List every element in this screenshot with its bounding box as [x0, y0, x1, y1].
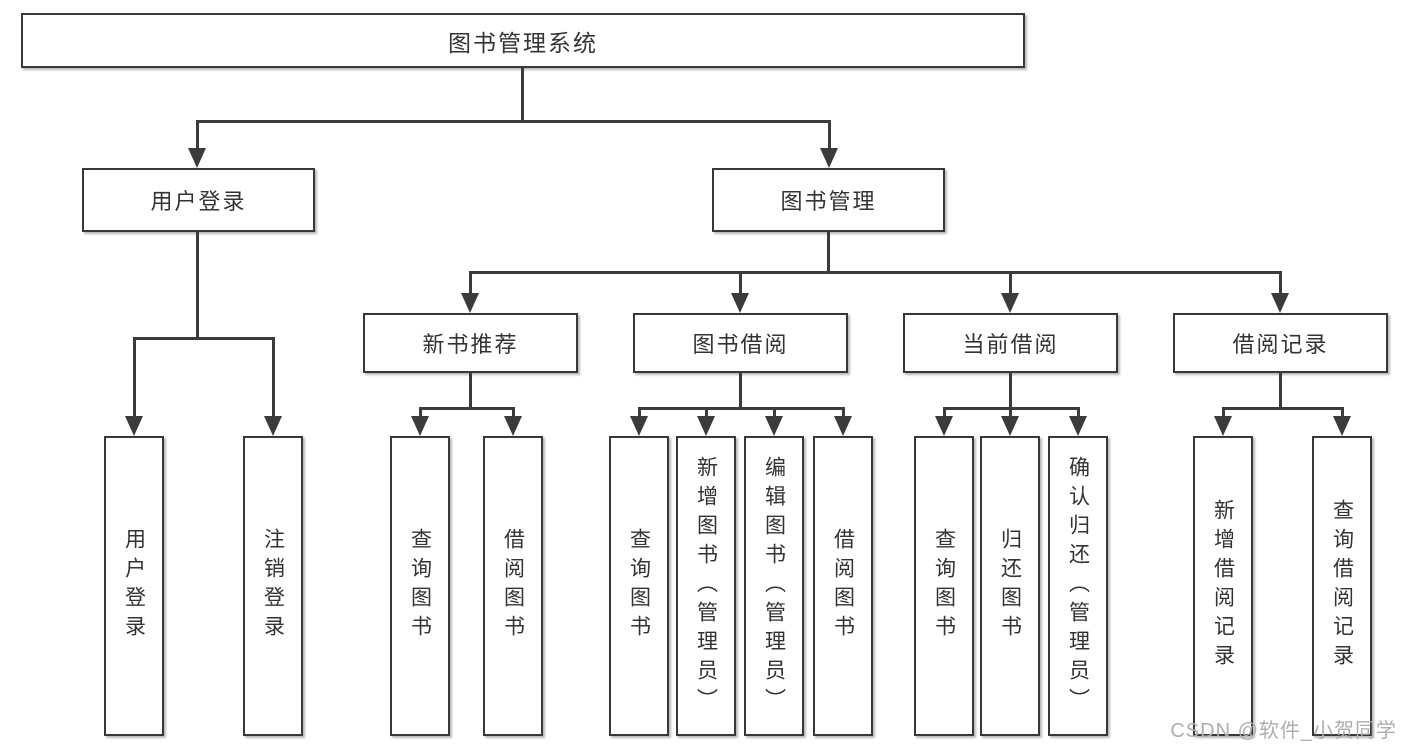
- node-book-management-label: 图书管理: [780, 189, 877, 214]
- leaf-confirm-return-admin-label: 确认归还（管理员）: [1066, 455, 1090, 717]
- arrow-down-icon: [411, 416, 429, 436]
- connector-line: [943, 407, 1080, 410]
- connector-line: [773, 407, 776, 418]
- leaf-query-books-current-label: 查询图书: [932, 528, 956, 644]
- connector-line: [638, 407, 641, 418]
- connector-line: [1341, 407, 1344, 418]
- connector-line: [1222, 407, 1225, 418]
- arrow-down-icon: [731, 293, 749, 313]
- node-new-book-recommend-label: 新书推荐: [422, 332, 519, 357]
- connector-line: [469, 271, 1281, 274]
- connector-line: [272, 337, 275, 418]
- arrow-down-icon: [834, 416, 852, 436]
- leaf-query-books-borrowing: 查询图书: [609, 436, 669, 736]
- arrow-down-icon: [765, 416, 783, 436]
- connector-line: [1279, 373, 1282, 409]
- leaf-borrow-books-recommend-label: 借阅图书: [501, 528, 525, 644]
- leaf-edit-book-admin-label: 编辑图书（管理员）: [762, 455, 786, 717]
- arrow-down-icon: [461, 293, 479, 313]
- connector-line: [1279, 271, 1282, 295]
- leaf-query-borrow-record-label: 查询借阅记录: [1330, 499, 1354, 673]
- leaf-confirm-return-admin: 确认归还（管理员）: [1048, 436, 1108, 736]
- arrow-down-icon: [820, 148, 838, 168]
- connector-line: [133, 337, 274, 340]
- leaf-query-books-borrowing-label: 查询图书: [627, 528, 651, 644]
- leaf-query-books-recommend: 查询图书: [390, 436, 450, 736]
- connector-line: [739, 271, 742, 295]
- leaf-borrow-books-borrowing-label: 借阅图书: [831, 528, 855, 644]
- node-library-system: 图书管理系统: [21, 13, 1025, 68]
- node-borrowing-records-label: 借阅记录: [1232, 332, 1329, 357]
- leaf-edit-book-admin: 编辑图书（管理员）: [744, 436, 804, 736]
- connector-line: [196, 120, 830, 123]
- leaf-borrow-books-borrowing: 借阅图书: [813, 436, 873, 736]
- connector-line: [469, 373, 472, 409]
- connector-line: [1222, 407, 1344, 410]
- connector-line: [1009, 373, 1012, 409]
- arrow-down-icon: [1001, 416, 1019, 436]
- watermark: CSDN @软件_小贺同学: [1170, 720, 1397, 742]
- connector-line: [1009, 271, 1012, 295]
- node-user-login-group: 用户登录: [82, 168, 315, 232]
- connector-line: [739, 373, 742, 409]
- arrow-down-icon: [1271, 293, 1289, 313]
- leaf-user-login-label: 用户登录: [122, 528, 146, 644]
- leaf-query-books-current: 查询图书: [914, 436, 974, 736]
- arrow-down-icon: [1214, 416, 1232, 436]
- connector-line: [827, 232, 830, 273]
- connector-line: [943, 407, 946, 418]
- connector-line: [705, 407, 708, 418]
- leaf-return-books-label: 归还图书: [998, 528, 1022, 644]
- arrow-down-icon: [1069, 416, 1087, 436]
- node-current-borrowing: 当前借阅: [903, 313, 1118, 373]
- connector-line: [521, 68, 524, 122]
- arrow-down-icon: [697, 416, 715, 436]
- arrow-down-icon: [504, 416, 522, 436]
- leaf-logout-login: 注销登录: [243, 436, 303, 736]
- node-user-login-group-label: 用户登录: [150, 189, 247, 214]
- arrow-down-icon: [188, 148, 206, 168]
- leaf-add-book-admin: 新增图书（管理员）: [676, 436, 736, 736]
- connector-line: [196, 120, 199, 150]
- connector-line: [828, 120, 831, 150]
- leaf-borrow-books-recommend: 借阅图书: [483, 436, 543, 736]
- node-borrowing-records: 借阅记录: [1173, 313, 1388, 373]
- connector-line: [196, 232, 199, 339]
- leaf-query-books-recommend-label: 查询图书: [408, 528, 432, 644]
- leaf-return-books: 归还图书: [980, 436, 1040, 736]
- node-book-borrowing-label: 图书借阅: [692, 332, 789, 357]
- arrow-down-icon: [264, 416, 282, 436]
- arrow-down-icon: [935, 416, 953, 436]
- connector-line: [1009, 407, 1012, 418]
- connector-line: [512, 407, 515, 418]
- connector-line: [1077, 407, 1080, 418]
- connector-line: [133, 337, 136, 418]
- leaf-add-borrow-record: 新增借阅记录: [1193, 436, 1253, 736]
- connector-line: [469, 271, 472, 295]
- connector-line: [638, 407, 844, 410]
- node-book-management: 图书管理: [712, 168, 945, 232]
- leaf-query-borrow-record: 查询借阅记录: [1312, 436, 1372, 736]
- arrow-down-icon: [1001, 293, 1019, 313]
- node-library-system-label: 图书管理系统: [448, 29, 598, 56]
- arrow-down-icon: [125, 416, 143, 436]
- leaf-add-borrow-record-label: 新增借阅记录: [1211, 499, 1235, 673]
- arrow-down-icon: [1333, 416, 1351, 436]
- connector-line: [419, 407, 422, 418]
- node-current-borrowing-label: 当前借阅: [962, 332, 1059, 357]
- leaf-logout-login-label: 注销登录: [261, 528, 285, 644]
- arrow-down-icon: [630, 416, 648, 436]
- connector-line: [842, 407, 845, 418]
- connector-line: [419, 407, 515, 410]
- leaf-user-login: 用户登录: [104, 436, 164, 736]
- node-book-borrowing: 图书借阅: [633, 313, 848, 373]
- node-new-book-recommend: 新书推荐: [363, 313, 578, 373]
- leaf-add-book-admin-label: 新增图书（管理员）: [694, 455, 718, 717]
